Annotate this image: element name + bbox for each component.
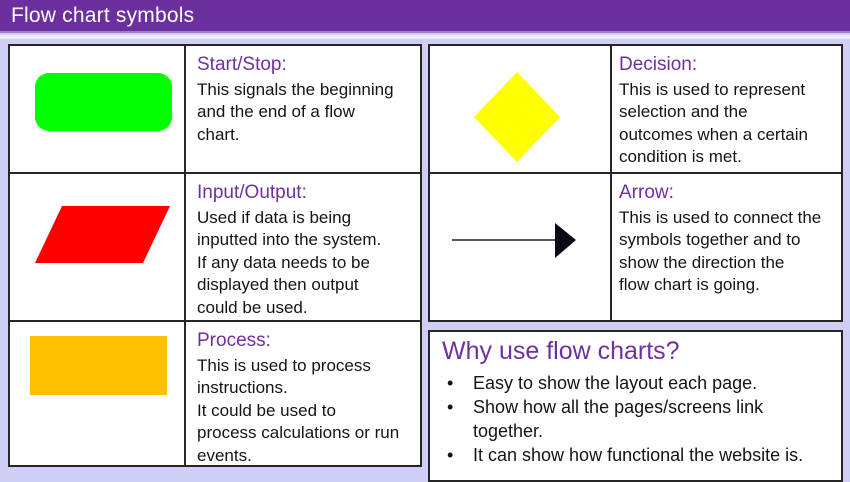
decision-shape — [474, 72, 560, 162]
bullet-icon: • — [447, 444, 454, 465]
process-text-cell: Process: This is used to process instruc… — [186, 322, 420, 465]
bullet-text: Show how all the pages/screens link toge… — [473, 396, 764, 441]
input-output-text-cell: Input/Output: Used if data is being inpu… — [186, 174, 420, 322]
arrow-description: This is used to connect the symbols toge… — [619, 207, 822, 295]
decision-symbol-cell — [430, 46, 612, 174]
start-stop-description: This signals the beginning and the end o… — [197, 79, 394, 144]
symbols-table-left: Start/Stop: This signals the beginning a… — [8, 44, 422, 467]
arrow-text-cell: Arrow: This is used to connect the symbo… — [612, 174, 841, 320]
bullet-text: It can show how functional the website i… — [473, 444, 804, 465]
arrow-heading: Arrow: — [619, 182, 674, 203]
start-stop-text-cell: Start/Stop: This signals the beginning a… — [186, 46, 420, 174]
symbols-table-right: Decision: This is used to represent sele… — [428, 44, 843, 322]
decision-description: This is used to represent selection and … — [619, 79, 808, 167]
input-output-description: Used if data is being inputted into the … — [197, 207, 382, 317]
why-use-flow-charts-box: Why use flow charts? • Easy to show the … — [428, 330, 843, 482]
bullet-icon: • — [447, 396, 454, 417]
start-stop-shape — [35, 73, 172, 131]
page-title: Flow chart symbols — [11, 3, 195, 27]
list-item: • Show how all the pages/screens link to… — [442, 396, 833, 444]
decision-text-cell: Decision: This is used to represent sele… — [612, 46, 841, 174]
input-output-shape — [35, 206, 170, 263]
decision-heading: Decision: — [619, 54, 698, 75]
process-shape — [30, 336, 167, 395]
list-item: • Easy to show the layout each page. — [442, 372, 833, 396]
start-stop-heading: Start/Stop: — [197, 54, 287, 75]
start-stop-symbol-cell — [10, 46, 186, 174]
arrow-symbol-cell — [430, 174, 612, 320]
process-description: This is used to process instructions. It… — [197, 355, 400, 465]
list-item: • It can show how functional the website… — [442, 444, 833, 468]
input-output-heading: Input/Output: — [197, 182, 307, 203]
bullet-text: Easy to show the layout each page. — [473, 373, 758, 393]
header-divider — [0, 35, 850, 39]
bullet-icon: • — [447, 373, 454, 393]
process-symbol-cell — [10, 322, 186, 465]
header-bar: Flow chart symbols — [0, 0, 850, 33]
arrow-shape — [452, 223, 576, 258]
why-heading: Why use flow charts? — [442, 337, 680, 365]
process-heading: Process: — [197, 330, 271, 351]
input-output-symbol-cell — [10, 174, 186, 322]
